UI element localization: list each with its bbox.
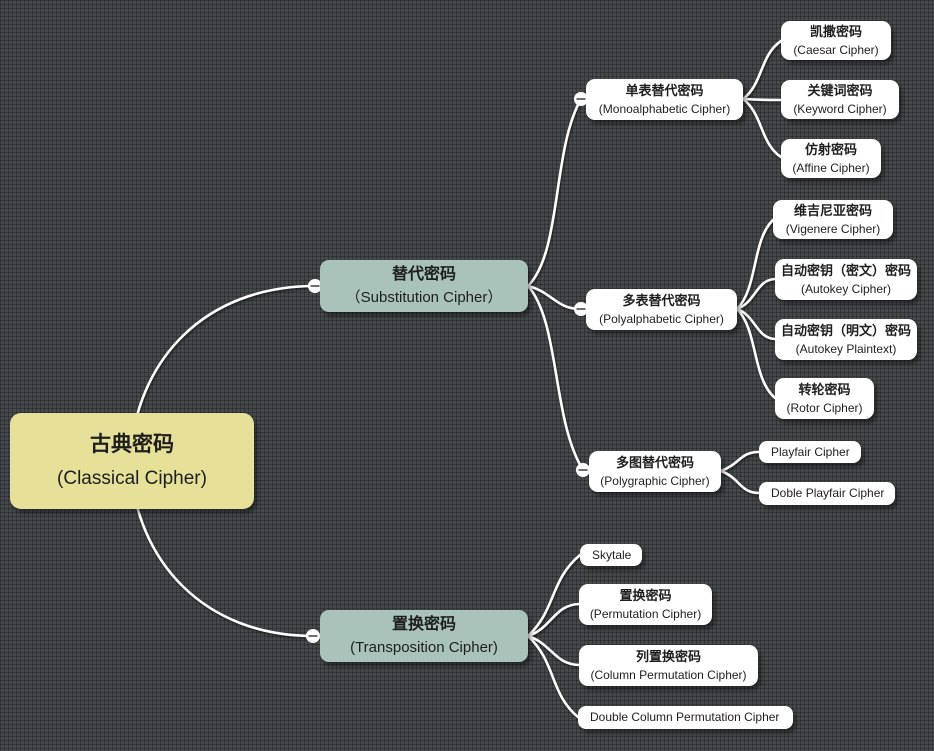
node-label-en: (Autokey Cipher) — [800, 281, 892, 296]
node-label-en: (Classical Cipher) — [57, 467, 207, 489]
collapse-icon-polygraphic[interactable] — [576, 463, 590, 477]
node-label-en: (Vigenere Cipher) — [785, 221, 881, 236]
edge-transposition-double-column — [526, 634, 580, 719]
node-vigenere-cipher[interactable]: 维吉尼亚密码 (Vigenere Cipher) — [773, 200, 893, 239]
node-label-en: (Column Permutation Cipher) — [590, 667, 747, 682]
node-label-zh: 仿射密码 — [804, 142, 857, 158]
collapse-icon-polyalphabetic[interactable] — [574, 302, 588, 316]
node-keyword-cipher[interactable]: 关键词密码 (Keyword Cipher) — [781, 80, 899, 119]
node-label-en: (Autokey Plaintext) — [795, 341, 897, 356]
node-label-en: (Permutation Cipher) — [589, 606, 702, 621]
edge-substitution-monoalphabetic — [526, 97, 583, 288]
edge-mono-keyword — [741, 97, 783, 102]
node-label-zh: 转轮密码 — [798, 382, 851, 398]
node-label-zh: 列置换密码 — [635, 649, 701, 665]
node-label-zh: 维吉尼亚密码 — [793, 203, 872, 219]
node-doble-playfair-cipher[interactable]: Doble Playfair Cipher — [759, 482, 895, 505]
edge-mono-affine — [741, 97, 783, 159]
node-label-zh: 多表替代密码 — [622, 293, 701, 309]
node-label-en: (Affine Cipher) — [792, 160, 870, 175]
node-monoalphabetic-cipher[interactable]: 单表替代密码 (Monoalphabetic Cipher) — [586, 79, 743, 120]
edge-transposition-permutation — [526, 602, 581, 638]
edge-poly-rotor — [735, 307, 777, 400]
node-label-en: (Polygraphic Cipher) — [600, 473, 710, 488]
node-rotor-cipher[interactable]: 转轮密码 (Rotor Cipher) — [775, 378, 874, 419]
node-label-zh: 自动密钥（明文）密码 — [780, 323, 911, 339]
node-label-zh: 自动密钥（密文）密码 — [780, 263, 911, 279]
node-caesar-cipher[interactable]: 凯撒密码 (Caesar Cipher) — [781, 21, 891, 60]
node-label: Skytale — [592, 547, 632, 562]
collapse-icon-monoalphabetic[interactable] — [574, 92, 588, 106]
node-label-en: (Polyalphabetic Cipher) — [599, 311, 724, 326]
node-label-zh: 古典密码 — [90, 432, 174, 456]
node-polygraphic-cipher[interactable]: 多图替代密码 (Polygraphic Cipher) — [589, 451, 721, 492]
edge-poly-autokey-plaintext — [735, 307, 777, 341]
node-label-en: (Rotor Cipher) — [786, 400, 863, 415]
edge-poly-autokey-ciphertext — [735, 277, 777, 311]
edge-substitution-polygraphic — [526, 284, 585, 472]
node-skytale[interactable]: Skytale — [580, 544, 642, 566]
collapse-icon-transposition[interactable] — [306, 629, 320, 643]
node-affine-cipher[interactable]: 仿射密码 (Affine Cipher) — [781, 139, 881, 178]
node-label-zh: 置换密码 — [619, 588, 672, 604]
node-label-en: (Monoalphabetic Cipher) — [598, 101, 731, 116]
node-autokey-ciphertext-cipher[interactable]: 自动密钥（密文）密码 (Autokey Cipher) — [775, 259, 917, 300]
node-classical-cipher[interactable]: 古典密码 (Classical Cipher) — [10, 413, 254, 509]
edge-polygraphic-playfair — [719, 450, 761, 473]
collapse-icon-substitution[interactable] — [308, 279, 322, 293]
edge-poly-vigenere — [735, 218, 775, 311]
node-playfair-cipher[interactable]: Playfair Cipher — [759, 441, 861, 463]
node-label-zh: 单表替代密码 — [625, 83, 704, 99]
node-label: Double Column Permutation Cipher — [590, 710, 780, 725]
node-substitution-cipher[interactable]: 替代密码 （Substitution Cipher） — [320, 260, 528, 312]
node-column-permutation-cipher[interactable]: 列置换密码 (Column Permutation Cipher) — [579, 645, 758, 686]
edge-transposition-column — [526, 634, 581, 667]
node-label-en: (Transposition Cipher) — [350, 638, 498, 656]
node-polyalphabetic-cipher[interactable]: 多表替代密码 (Polyalphabetic Cipher) — [586, 289, 737, 330]
node-label-zh: 关键词密码 — [807, 83, 873, 99]
node-label-zh: 凯撒密码 — [809, 24, 862, 40]
node-label: Doble Playfair Cipher — [771, 486, 885, 501]
node-label-en: （Substitution Cipher） — [345, 288, 503, 306]
node-label: Playfair Cipher — [771, 444, 850, 459]
edge-transposition-skytale — [526, 553, 582, 638]
edge-polygraphic-doble — [719, 469, 761, 495]
node-autokey-plaintext-cipher[interactable]: 自动密钥（明文）密码 (Autokey Plaintext) — [775, 319, 917, 360]
node-label-zh: 置换密码 — [391, 616, 456, 634]
node-label-en: (Keyword Cipher) — [793, 101, 887, 116]
node-label-zh: 多图替代密码 — [615, 455, 694, 471]
node-permutation-cipher[interactable]: 置换密码 (Permutation Cipher) — [579, 584, 712, 625]
node-transposition-cipher[interactable]: 置换密码 (Transposition Cipher) — [320, 610, 528, 662]
edge-mono-caesar — [741, 39, 783, 101]
node-label-zh: 替代密码 — [391, 266, 456, 284]
node-double-column-permutation-cipher[interactable]: Double Column Permutation Cipher — [578, 706, 793, 729]
node-label-en: (Caesar Cipher) — [793, 42, 879, 57]
